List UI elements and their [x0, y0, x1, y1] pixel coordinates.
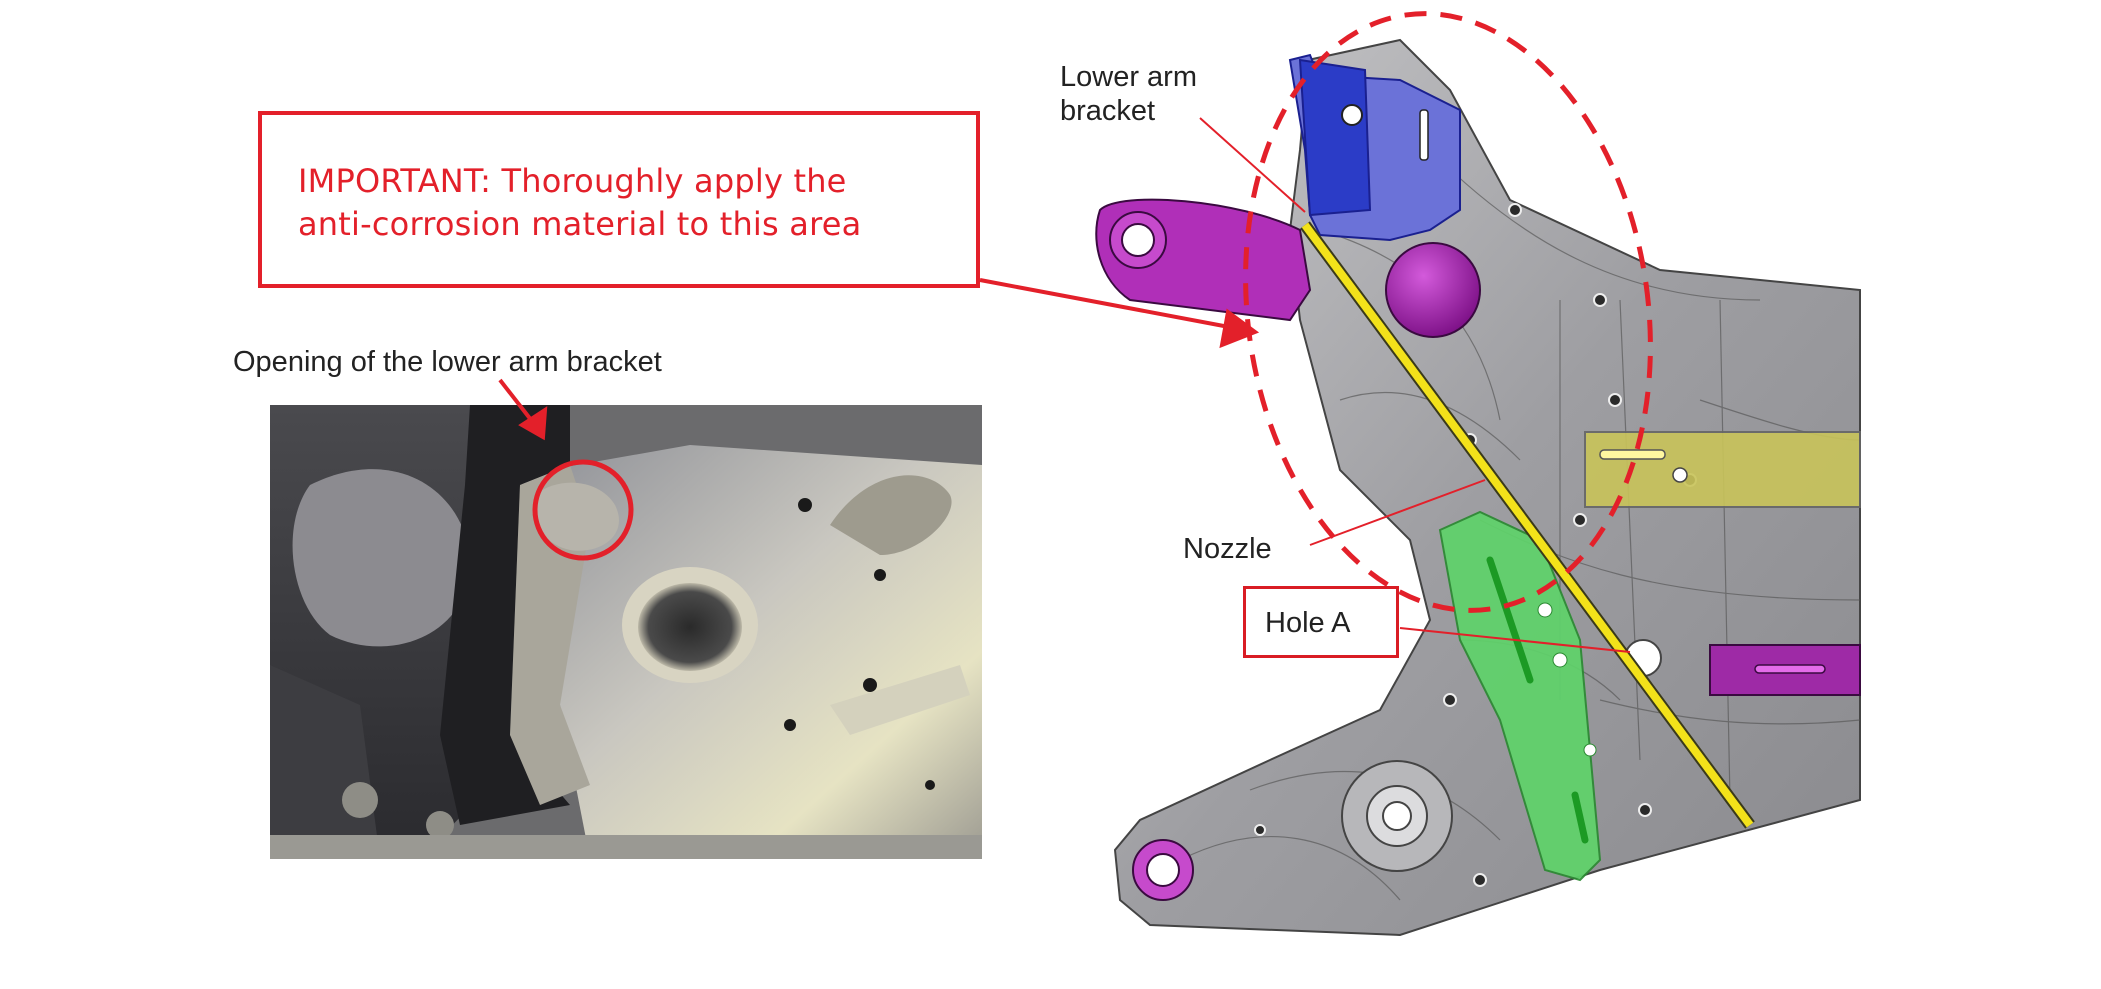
callout-line-2: anti-corrosion material to this area: [298, 205, 862, 243]
hole-a-leader: [1399, 627, 1631, 653]
important-callout-box: [258, 111, 980, 288]
purple-bar: [1709, 644, 1861, 696]
nozzle-part: [1300, 221, 1755, 829]
purple-mount: [1132, 839, 1194, 901]
green-reinforcement: [1438, 510, 1602, 882]
photo-illustration: [270, 405, 982, 859]
nozzle-label: Nozzle: [1183, 533, 1272, 565]
subframe-body: [1113, 38, 1861, 937]
lower-arm-label-line-1: Lower arm: [1060, 61, 1197, 93]
opening-label: Opening of the lower arm bracket: [233, 346, 662, 378]
lower-arm-bracket-part: [1288, 53, 1461, 242]
callout-line-1: IMPORTANT: Thoroughly apply the: [298, 162, 847, 200]
hole-a-marker: [1624, 639, 1662, 677]
lower-arm-bracket-label: Lower arm bracket: [1060, 60, 1197, 128]
centre-bushing: [1341, 760, 1453, 872]
hole-a-label: Hole A: [1265, 607, 1351, 639]
purple-bushing: [1385, 242, 1481, 338]
nozzle-leader: [1309, 479, 1486, 546]
important-callout-text: IMPORTANT: Thoroughly apply the anti-cor…: [298, 160, 958, 246]
callout-arrow: [979, 278, 1260, 349]
purple-arm-tube: [1095, 198, 1312, 322]
target-area-dashed-ellipse: [1243, 11, 1653, 613]
underbody-photo: [270, 405, 982, 859]
yellow-bar: [1584, 431, 1861, 508]
lower-arm-leader: [1199, 117, 1306, 213]
lower-arm-label-line-2: bracket: [1060, 95, 1156, 127]
